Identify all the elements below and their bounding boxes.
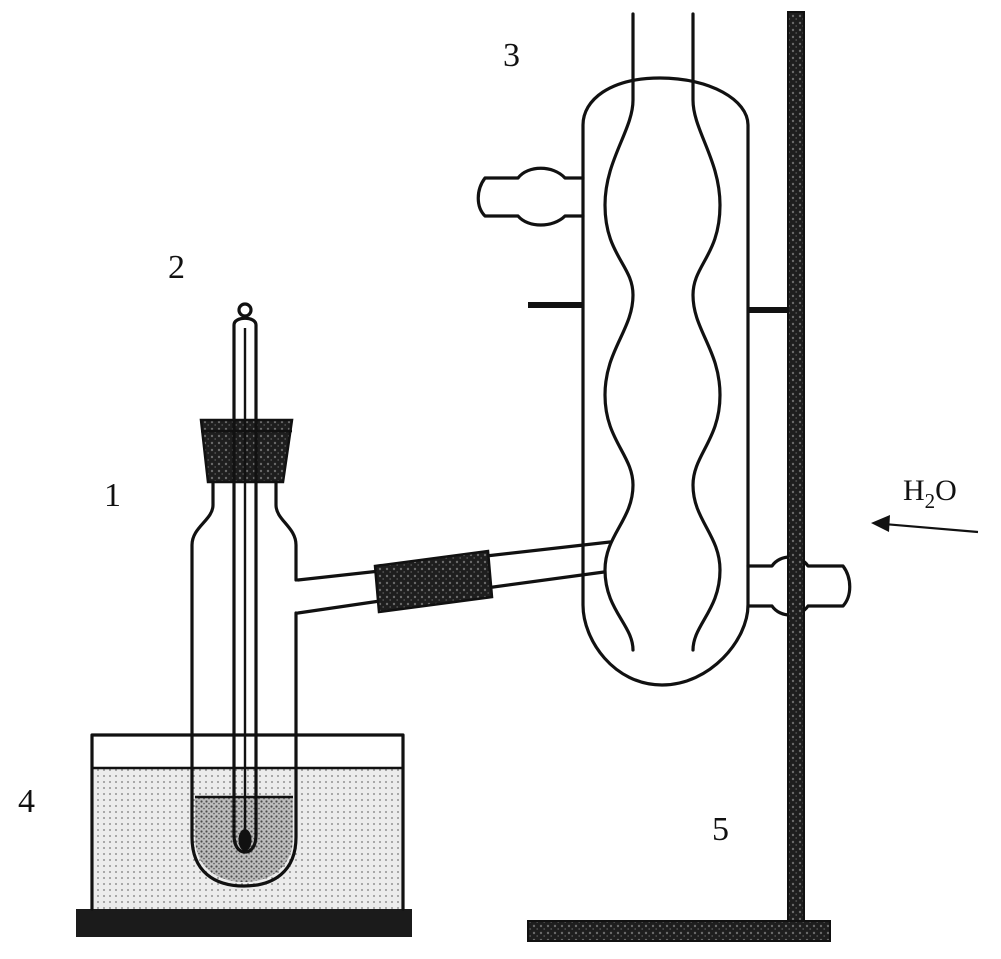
stand-base [527, 920, 831, 942]
water-arrowhead-icon [871, 515, 890, 532]
label-condenser: 3 [503, 37, 520, 74]
thermometer-bulb [238, 829, 252, 851]
label-thermometer: 2 [168, 249, 185, 286]
water-label: H2O [903, 474, 957, 513]
water-arrow-icon [883, 522, 979, 534]
lab-stand [527, 11, 831, 942]
water-inlet-indicator: H2O [871, 474, 979, 534]
label-stand: 5 [712, 811, 729, 848]
rubber-connector [373, 549, 494, 614]
stand-rod [787, 11, 805, 928]
label-vessel: 1 [104, 477, 121, 514]
thermometer [232, 302, 258, 854]
vessel-stopper [199, 418, 294, 484]
label-bath: 4 [18, 783, 35, 820]
bath-base-plate [76, 909, 412, 937]
